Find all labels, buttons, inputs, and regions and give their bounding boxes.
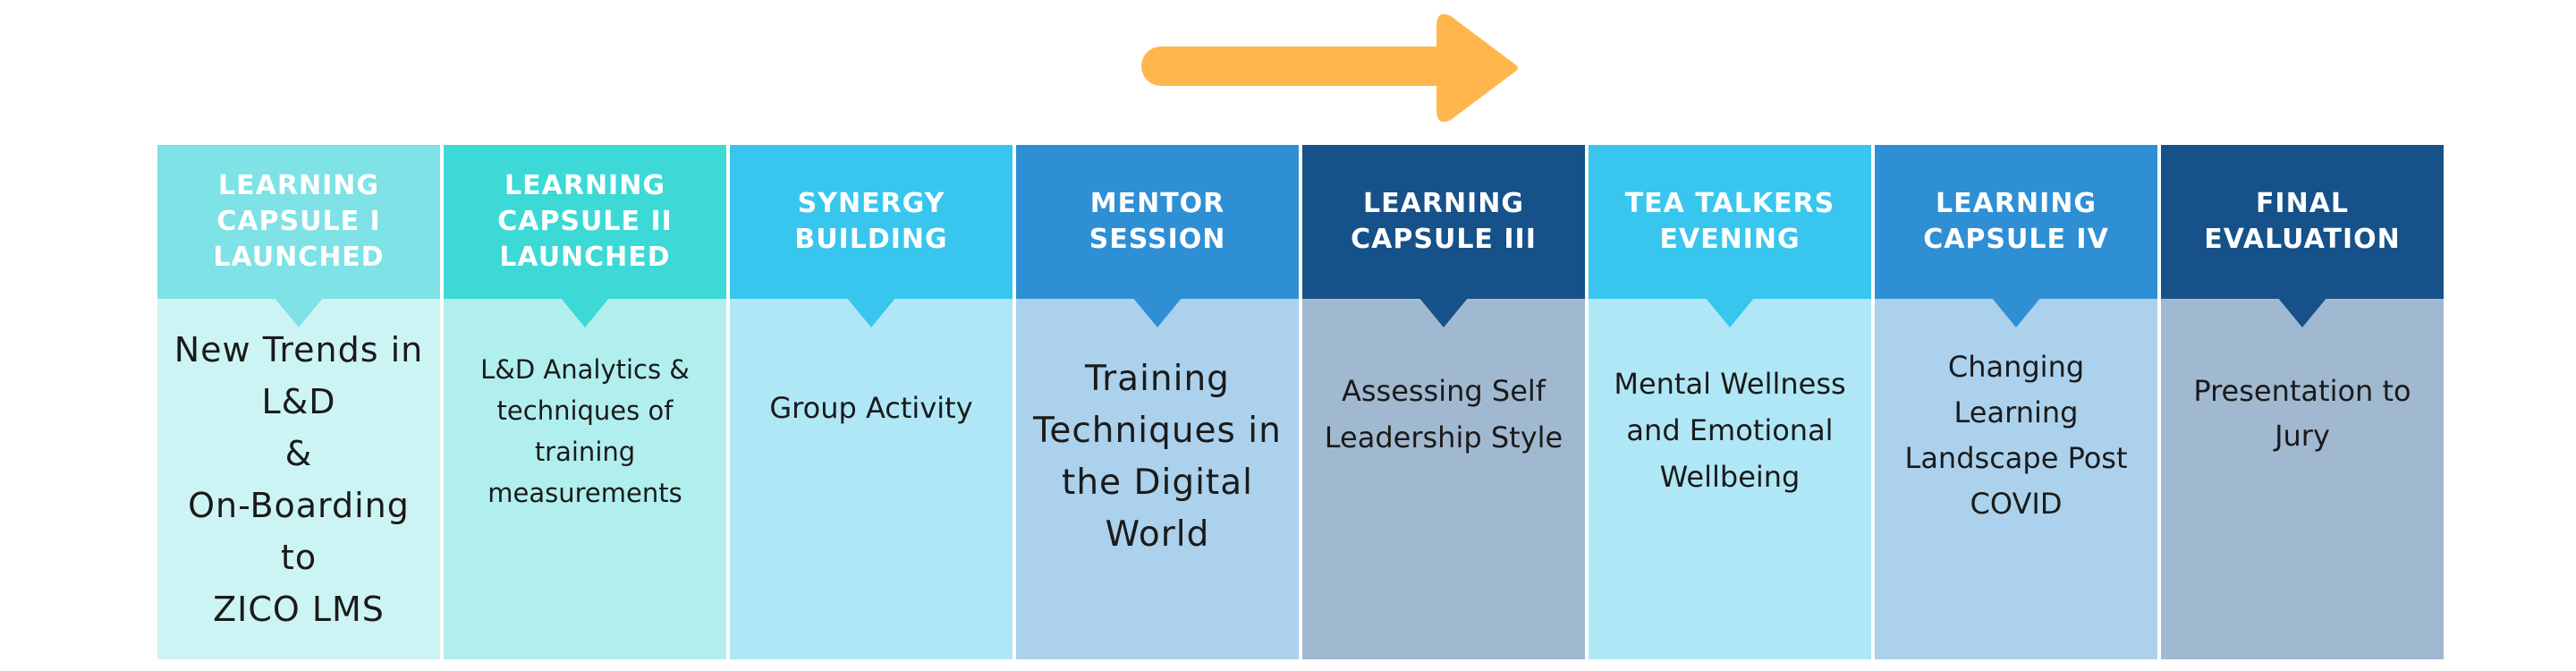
stage-8-notch [2277,297,2327,327]
stage-4-notch [1132,297,1182,327]
stage-3: SYNERGY BUILDING Group Activity [730,145,1013,659]
stage-3-title: SYNERGY BUILDING [730,145,1013,299]
stage-4: MENTOR SESSION Training Techniques in th… [1016,145,1299,659]
stage-5-description: Assessing Self Leadership Style [1302,299,1585,659]
stage-2-notch [560,297,610,327]
stage-7-notch [1991,297,2041,327]
stage-3-description: Group Activity [730,299,1013,659]
stage-2-title: LEARNING CAPSULE II LAUNCHED [444,145,726,299]
timeline: LEARNING CAPSULE I LAUNCHED New Trends i… [157,145,2447,659]
stage-5-notch [1419,297,1469,327]
stage-7: LEARNING CAPSULE IV Changing Learning La… [1875,145,2157,659]
stage-4-description: Training Techniques in the Digital World [1016,299,1299,659]
stage-1-description: New Trends in L&D & On-Boarding to ZICO … [157,299,440,659]
stage-3-notch [846,297,896,327]
stage-6-title: TEA TALKERS EVENING [1589,145,1871,299]
arrow-head [1436,13,1518,123]
stage-1: LEARNING CAPSULE I LAUNCHED New Trends i… [157,145,440,659]
stage-5-title: LEARNING CAPSULE III [1302,145,1585,299]
stage-6-notch [1705,297,1755,327]
stage-8-description: Presentation to Jury [2161,299,2444,659]
stage-6: TEA TALKERS EVENING Mental Wellness and … [1589,145,1871,659]
progress-arrow-icon [1141,13,1518,123]
stage-4-title: MENTOR SESSION [1016,145,1299,299]
stage-2-description: L&D Analytics & techniques of training m… [444,299,726,659]
stage-2: LEARNING CAPSULE II LAUNCHED L&D Analyti… [444,145,726,659]
stage-6-description: Mental Wellness and Emotional Wellbeing [1589,299,1871,659]
stage-5: LEARNING CAPSULE III Assessing Self Lead… [1302,145,1585,659]
stage-8: FINAL EVALUATION Presentation to Jury [2161,145,2444,659]
stage-1-notch [274,297,324,327]
stage-1-title: LEARNING CAPSULE I LAUNCHED [157,145,440,299]
stage-8-title: FINAL EVALUATION [2161,145,2444,299]
stage-7-title: LEARNING CAPSULE IV [1875,145,2157,299]
stage-7-description: Changing Learning Landscape Post COVID [1875,299,2157,659]
